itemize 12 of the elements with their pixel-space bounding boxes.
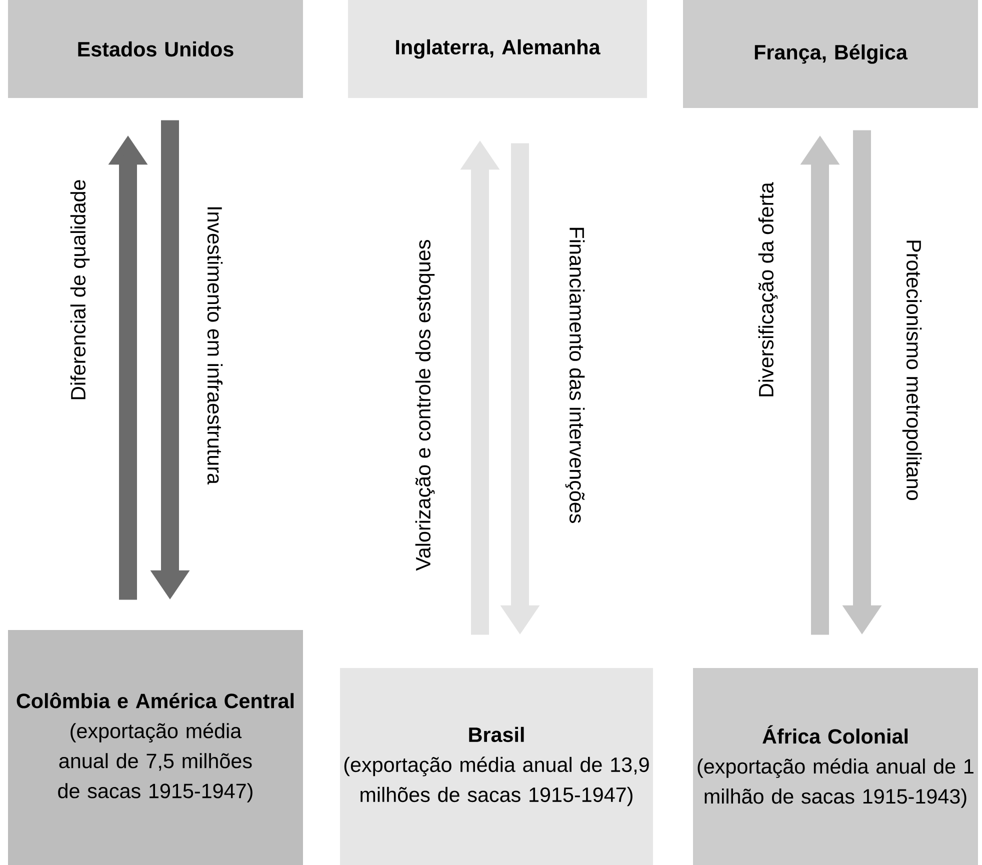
edge-label: Diferencial de qualidade <box>70 180 90 400</box>
edge-label: Diversificação da oferta <box>758 182 778 396</box>
text-box: Brasil (exportação média anual de 13,9 milhões de sacas 1915-1947) <box>340 668 653 865</box>
text-box: África Colonial (exportação média anual de 1 milhão de sacas 1915-1943) <box>693 668 978 865</box>
text-box: Inglaterra, Alemanha <box>348 0 647 98</box>
edge-label: Investimento em infraestrutura <box>207 207 223 485</box>
edge-label: Protecionismo metropolitano <box>902 240 922 500</box>
edge-label: Financiamento das intervenções <box>565 228 585 523</box>
text-box: Colômbia e América Central (exportação média anual de 7,5 milhões de sacas 1915-1947) <box>8 630 303 865</box>
text-box: França, Bélgica <box>683 0 978 108</box>
text-box: Estados Unidos <box>8 0 303 98</box>
edge-label: Valorização e controle dos estoques <box>415 240 435 571</box>
